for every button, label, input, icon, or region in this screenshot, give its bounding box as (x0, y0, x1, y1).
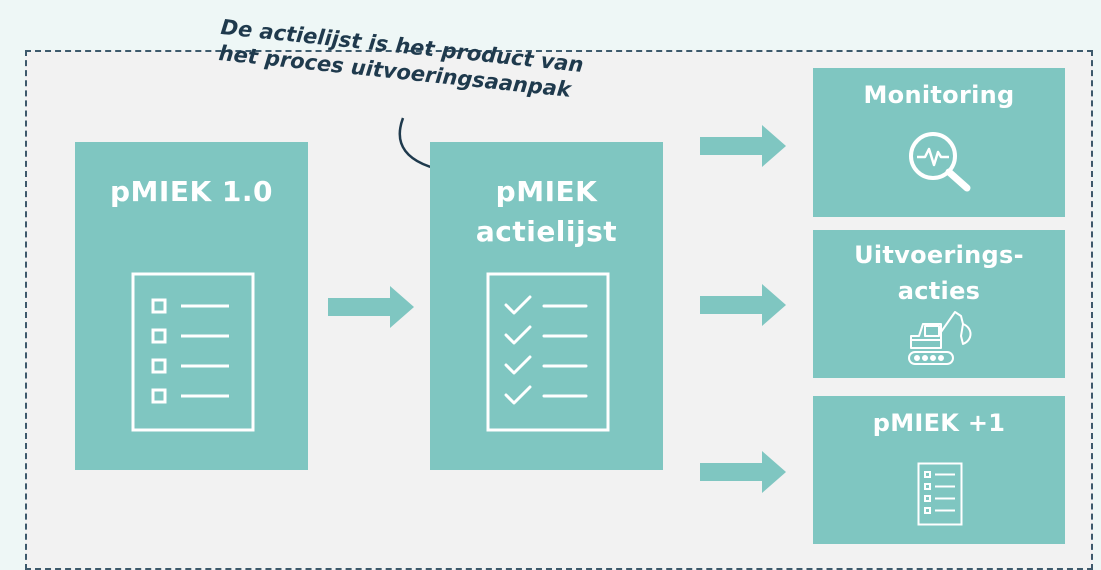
checklist-empty-icon (131, 272, 255, 432)
box-monitoring-title: Monitoring (863, 81, 1015, 109)
checklist-small-icon (917, 462, 963, 526)
arrow-to-monitoring (700, 125, 786, 167)
box-pmiek-actielijst: pMIEK actielijst (430, 142, 663, 470)
arrow-to-pmiek-plus-1 (700, 451, 786, 493)
box-actielijst-title-1: pMIEK (495, 175, 598, 208)
arrow-to-uitvoeringsacties (700, 284, 786, 326)
box-monitoring: Monitoring (813, 68, 1065, 217)
callout: De actielijst is het product van het pro… (210, 8, 630, 128)
arrow-to-actielijst (328, 286, 414, 328)
box-actielijst-title-2: actielijst (475, 215, 618, 248)
box-pmiek-plus-1: pMIEK +1 (813, 396, 1065, 544)
excavator-icon (908, 311, 972, 365)
box-uitvoeringsacties-title-2: acties (897, 277, 981, 305)
magnifier-pulse-icon (909, 132, 971, 192)
box-pmiek-plus-1-title: pMIEK +1 (872, 409, 1006, 437)
checklist-checked-icon (486, 272, 610, 432)
box-pmiek-1-0-title: pMIEK 1.0 (110, 175, 273, 208)
box-uitvoeringsacties-title-1: Uitvoerings- (854, 241, 1024, 269)
box-uitvoeringsacties: Uitvoerings- acties (813, 230, 1065, 378)
box-pmiek-1-0: pMIEK 1.0 (75, 142, 308, 470)
